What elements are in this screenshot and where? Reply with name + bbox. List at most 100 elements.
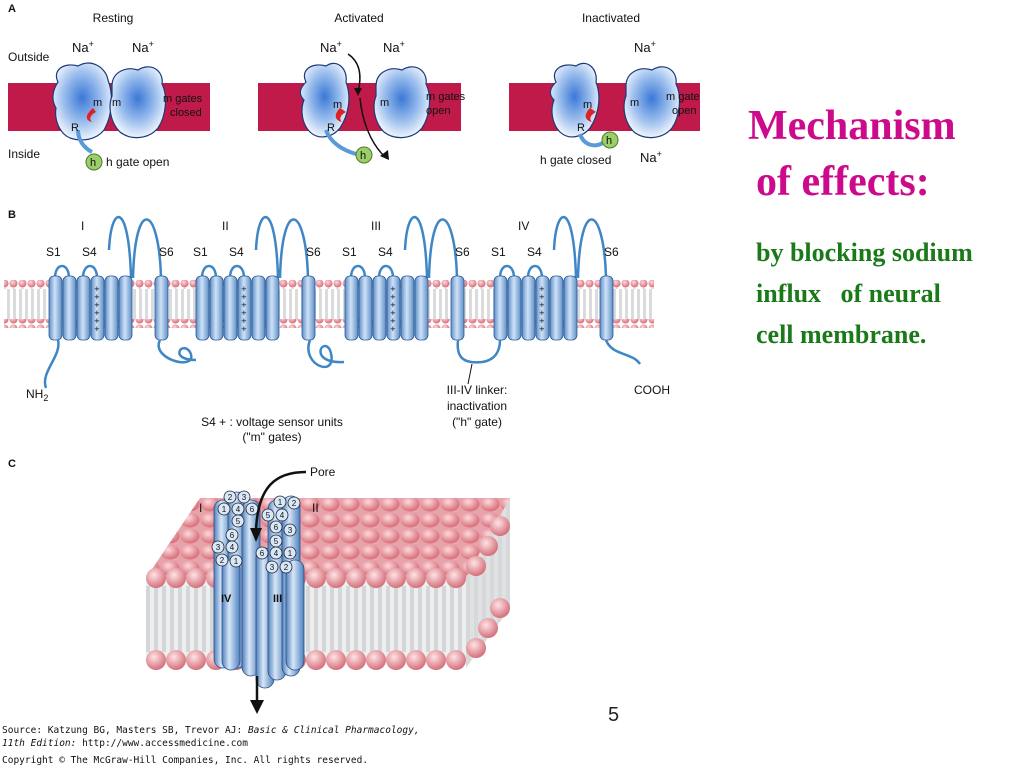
nh2-label: NH2 [26, 387, 48, 403]
inactivated-m-right: m [630, 97, 639, 109]
s4-charge: + [94, 300, 99, 310]
helix-number: 2 [220, 556, 225, 565]
helix-segment [507, 275, 522, 341]
loop-iii-iv-linker [456, 339, 502, 364]
loop-i-ii [157, 339, 197, 364]
s6-label: S6 [604, 245, 619, 259]
source-edition: 11th Edition: [2, 738, 77, 749]
pore-loop [131, 218, 163, 279]
short-loop [81, 264, 99, 279]
lipid-head [346, 650, 366, 670]
activated-h: h [360, 150, 366, 162]
slide-subtitle: by blocking sodium influx of neural cell… [756, 232, 1018, 355]
slide-title-line-1: Mechanism [748, 103, 956, 149]
inactivated-open-label-2: open [672, 105, 696, 117]
resting-na-1: Na+ [72, 39, 94, 55]
resting-r: R [71, 122, 79, 134]
helix-number: 4 [280, 511, 285, 520]
s4-charge: + [390, 292, 395, 302]
helix-number-circle [211, 540, 225, 554]
state-inactivated-label: Inactivated [582, 11, 640, 25]
resting-closed-label-2: closed [170, 107, 202, 119]
domain-iv-label: IV [518, 219, 529, 233]
pore-arrow [254, 470, 307, 531]
helix-number-circle [287, 496, 301, 510]
lipid-head [426, 568, 446, 588]
subtitle-line-2: influx of neural [756, 279, 941, 308]
s4-charge: + [539, 292, 544, 302]
extracellular-loop [254, 216, 280, 279]
domain-i-label: I [81, 219, 84, 233]
helix-number-circle [231, 514, 245, 528]
inactivated-na-out: Na+ [634, 39, 656, 55]
s4-charge: + [94, 284, 99, 294]
helix-number-circle [283, 546, 297, 560]
s4-charge: + [94, 316, 99, 326]
helix-number-circle [261, 508, 275, 522]
short-loop [377, 264, 395, 279]
nh2-tail [43, 339, 60, 389]
helix-number: 3 [288, 526, 293, 535]
loop-ii-iii [307, 339, 345, 369]
copyright: Copyright © The McGraw-Hill Companies, I… [2, 755, 369, 766]
sodium-channel-figure: A Resting Activated Inactivated Outside … [4, 3, 700, 714]
helix-segment [251, 275, 266, 341]
s4-label: S4 [229, 245, 244, 259]
s4-label: S4 [82, 245, 97, 259]
domain-ii-c-label: II [312, 501, 319, 515]
helix-number: 1 [278, 498, 283, 507]
s1-label: S1 [46, 245, 61, 259]
helix-segment [90, 275, 105, 341]
s6-label: S6 [455, 245, 470, 259]
lipid-head [346, 568, 366, 588]
helix-number: 5 [236, 517, 241, 526]
resting-closed-label-1: m gates [163, 93, 203, 105]
helix-number-circle [237, 490, 251, 504]
lipid-head [306, 568, 326, 588]
resting-h: h [90, 157, 96, 169]
helix-number: 1 [234, 557, 239, 566]
outside-label: Outside [8, 50, 50, 64]
s6-label: S6 [159, 245, 174, 259]
activated-open-label-2: open [426, 105, 450, 117]
domain-iv-c-label: IV [221, 593, 232, 605]
helix-segment [386, 275, 401, 341]
lipid-head [326, 568, 346, 588]
slide-title: Mechanism of effects: [748, 98, 1018, 210]
helix-number: 5 [274, 537, 279, 546]
domain-ii-label: II [222, 219, 229, 233]
short-loop [200, 264, 218, 279]
helix-number: 6 [230, 531, 235, 540]
panel-b-letter: B [8, 209, 16, 221]
panel-c-letter: C [8, 458, 16, 470]
s4-charge: + [539, 308, 544, 318]
helix-segment [237, 275, 252, 341]
pore-label: Pore [310, 465, 336, 479]
lipid-head [326, 650, 346, 670]
s4-charge: + [539, 316, 544, 326]
lipid-head [366, 568, 386, 588]
transmembrane-helices: ++++++++++++++++++++++++ [48, 216, 614, 341]
lipid-head [366, 650, 386, 670]
s4-charge: + [390, 300, 395, 310]
short-loop [526, 264, 544, 279]
helix-number-circle [217, 502, 231, 516]
state-activated-label: Activated [334, 11, 383, 25]
s4-charge: + [241, 316, 246, 326]
helix-number: 1 [222, 505, 227, 514]
inactivated-m-left: m [583, 99, 592, 111]
helix-segment [358, 275, 373, 341]
helix-segment [493, 275, 508, 341]
inside-label: Inside [8, 147, 40, 161]
pore-loop [427, 218, 459, 279]
s4-charge: + [241, 292, 246, 302]
helix-number: 2 [292, 499, 297, 508]
helix-number-circle [283, 523, 297, 537]
helix-segment [104, 275, 119, 341]
helix-segment [599, 275, 614, 341]
helix-number: 3 [216, 543, 221, 552]
activated-na-1: Na+ [320, 39, 342, 55]
helix-number: 6 [274, 523, 279, 532]
helix-number-circle [275, 508, 289, 522]
activated-channel [299, 53, 431, 164]
